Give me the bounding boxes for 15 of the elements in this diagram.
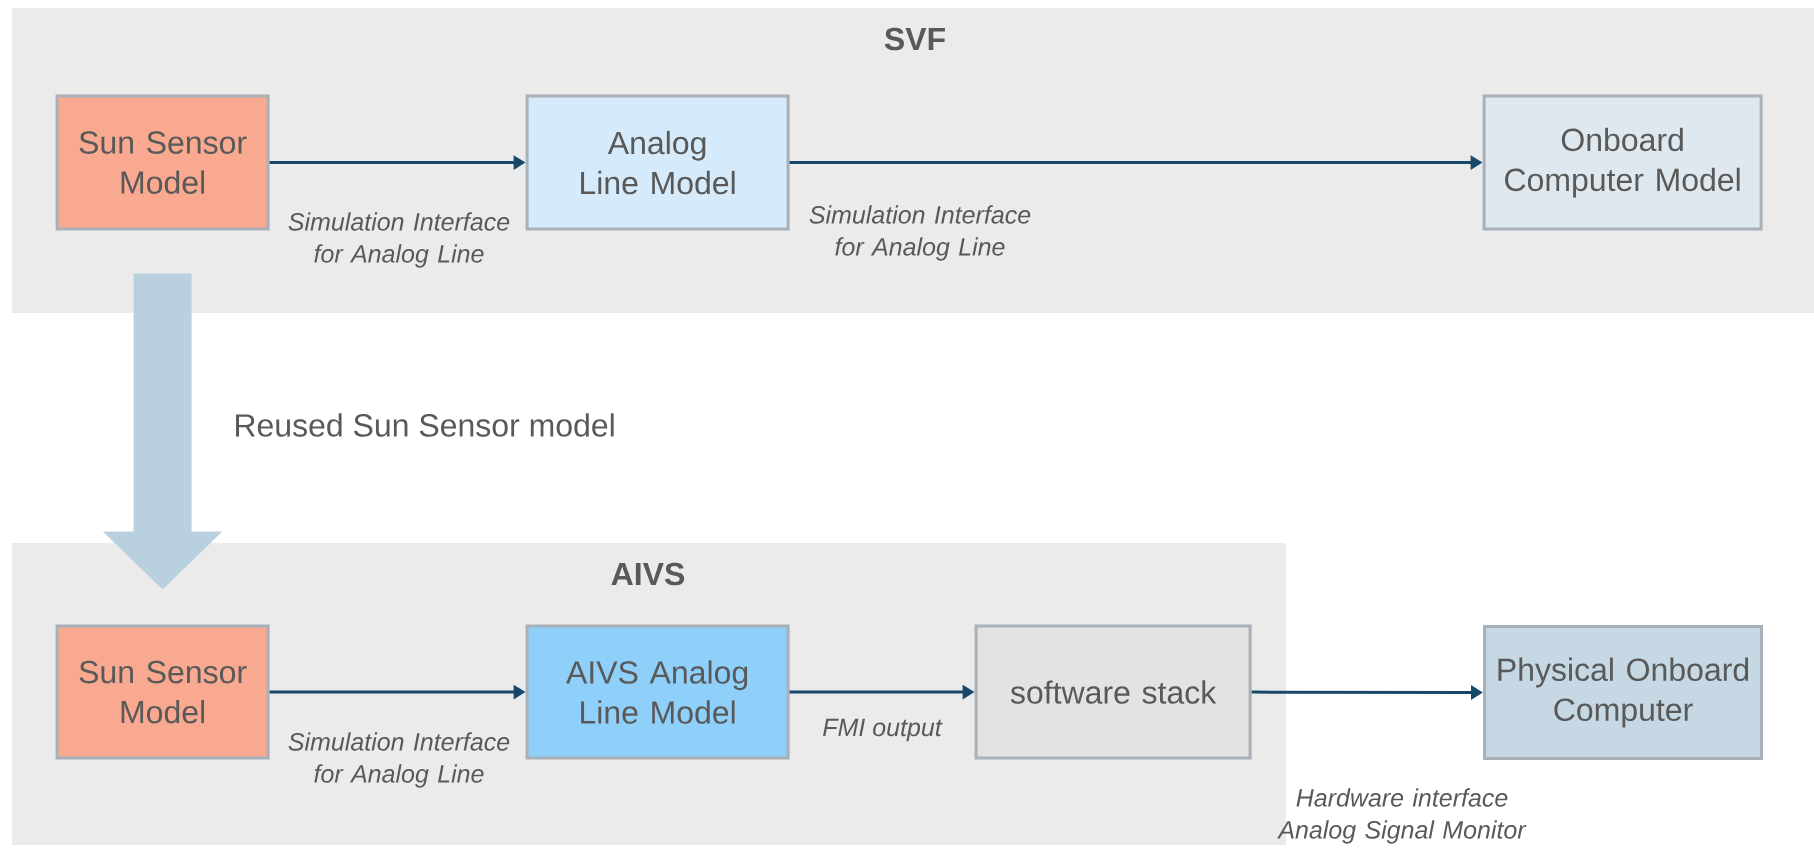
model-box: Onboard Computer Model	[1482, 94, 1763, 231]
panel-title: AIVS	[611, 562, 685, 586]
model-box: Sun Sensor Model	[55, 94, 270, 231]
model-box: software stack	[974, 624, 1252, 760]
panel-title: SVF	[884, 27, 945, 51]
edge-label: Simulation Interface for Analog Line	[288, 212, 510, 268]
model-box: Sun Sensor Model	[55, 624, 270, 760]
model-box: AIVS Analog Line Model	[525, 624, 790, 760]
model-box: Analog Line Model	[525, 94, 790, 231]
edge-label: Reused Sun Sensor model	[236, 413, 614, 437]
edge-label: Simulation Interface for Analog Line	[288, 732, 510, 788]
edge-label: Hardware interface Analog Signal Monitor	[1277, 788, 1527, 844]
edge-label: Simulation Interface for Analog Line	[809, 205, 1031, 261]
edge-label: FMI output	[823, 718, 943, 742]
model-box: Physical Onboard Computer	[1483, 625, 1764, 760]
